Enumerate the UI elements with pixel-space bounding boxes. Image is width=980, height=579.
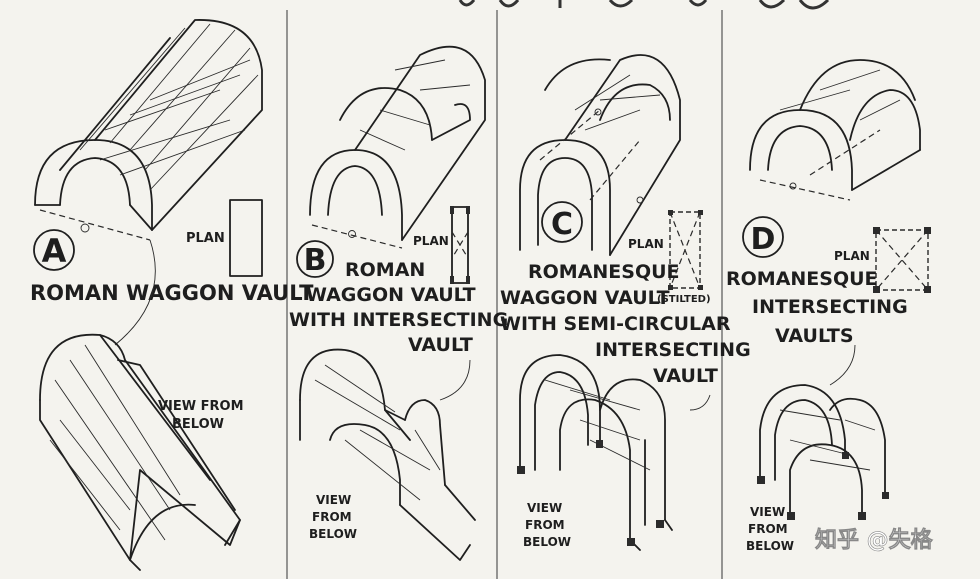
view-from-below-drawing xyxy=(517,354,673,551)
panel-letter: C xyxy=(551,207,573,242)
panel-title-line: WITH INTERSECTING xyxy=(289,309,508,331)
plan-label: PLAN xyxy=(186,231,225,246)
panel-title-line: ROMAN xyxy=(345,259,425,281)
view-label-line: BELOW xyxy=(172,417,224,432)
panel-a: A PLAN ROMAN WAGGON VAULT VIEW FROM BELO… xyxy=(30,19,314,571)
panel-title-line: WITH SEMI-CIRCULAR xyxy=(500,313,731,335)
header-fragment xyxy=(458,0,830,10)
panel-b: B PLAN ROMAN WAGGON VAULT WITH INTERSECT… xyxy=(289,45,508,561)
plan-label: PLAN xyxy=(628,237,664,251)
view-label-line: VIEW xyxy=(750,505,785,519)
plan-label: PLAN xyxy=(413,234,449,248)
view-label-line: BELOW xyxy=(523,535,571,549)
letter-a-circle xyxy=(33,229,75,271)
view-label-line: VIEW xyxy=(316,493,351,507)
view-from-below-drawing xyxy=(757,384,889,520)
panel-title-line: VAULT xyxy=(653,365,718,387)
view-from-below-drawing xyxy=(39,333,241,571)
panel-title-line: ROMANESQUE xyxy=(528,261,680,283)
panel-c: C PLAN ROMANESQUE WAGGON VAULT (STILTED)… xyxy=(500,54,751,551)
panel-letter: D xyxy=(751,222,776,257)
panel-title-line: VAULT xyxy=(408,334,473,356)
panel-title-line: INTERSECTING xyxy=(752,296,908,318)
plan-diagram xyxy=(668,210,703,290)
panel-d: D PLAN ROMANESQUE INTERSECTING VAULTS VI… xyxy=(726,59,931,553)
panel-letter: B xyxy=(304,243,327,278)
view-label-line: FROM xyxy=(525,518,565,532)
panel-title-line: VAULTS xyxy=(775,325,854,347)
view-label-line: BELOW xyxy=(309,527,357,541)
watermark: 知乎 @失格 xyxy=(815,527,934,553)
view-label-line: FROM xyxy=(748,522,788,536)
plan-diagram xyxy=(229,199,263,277)
panel-title-line: ROMAN WAGGON VAULT xyxy=(30,281,314,305)
view-label-line: BELOW xyxy=(746,539,794,553)
plan-diagram xyxy=(450,206,470,284)
panel-title-line: WAGGON VAULT xyxy=(500,287,670,309)
view-label-line: FROM xyxy=(312,510,352,524)
plan-label: PLAN xyxy=(834,249,870,263)
panel-title-line: WAGGON VAULT xyxy=(306,284,476,306)
plan-diagram xyxy=(873,227,931,293)
title-note: (STILTED) xyxy=(657,294,711,305)
panel-letter: A xyxy=(42,232,67,270)
view-label-line: VIEW xyxy=(527,501,562,515)
view-from-below-drawing xyxy=(299,348,476,561)
view-label-line: VIEW FROM xyxy=(158,399,244,414)
barrel-with-cross-vault-drawing xyxy=(309,45,486,249)
panel-title-line: ROMANESQUE xyxy=(726,268,878,290)
panel-title-line: INTERSECTING xyxy=(595,339,751,361)
stilted-vault-drawing xyxy=(519,54,681,256)
intersecting-vaults-drawing xyxy=(749,59,921,201)
barrel-vault-drawing xyxy=(34,19,263,241)
